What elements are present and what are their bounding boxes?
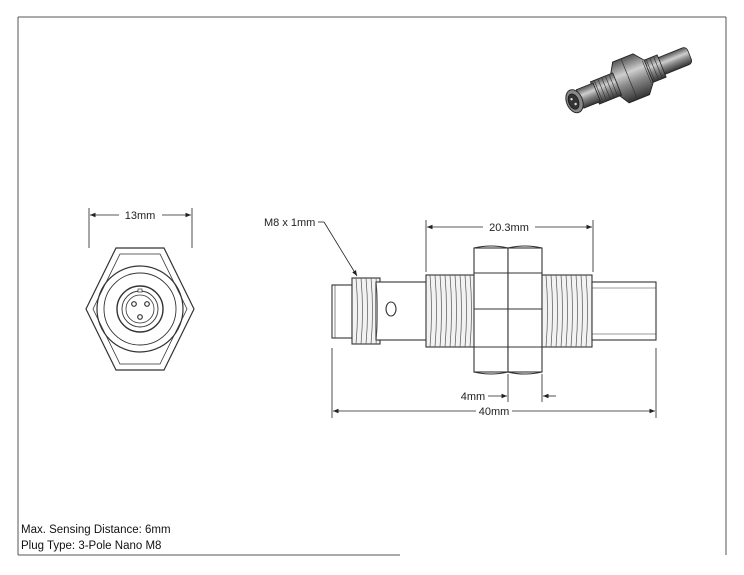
thread-length-label: 20.3mm — [489, 222, 529, 234]
plug-type-note: Plug Type: 3-Pole Nano M8 — [21, 540, 162, 552]
thread-length-dimension — [425, 220, 594, 272]
hex-nut-2 — [507, 247, 543, 373]
indicator-led — [385, 301, 397, 317]
end-view — [85, 247, 195, 371]
thread-callout-label: M8 x 1mm — [264, 217, 315, 229]
drawing-notes: Max. Sensing Distance: 6mm Plug Type: 3-… — [21, 522, 171, 554]
hex-width-label: 13mm — [125, 210, 156, 222]
pin-1 — [131, 301, 137, 307]
nut-thickness-label: 4mm — [461, 391, 485, 403]
hex-width-dimension — [88, 208, 193, 248]
pin-2 — [144, 301, 150, 307]
side-view — [331, 245, 657, 375]
overall-length-dimension — [331, 348, 657, 418]
thread-callout-leader — [318, 221, 358, 277]
sensing-distance-note: Max. Sensing Distance: 6mm — [21, 524, 171, 536]
sheet-border — [17, 16, 727, 556]
pin-3 — [137, 314, 143, 320]
overall-length-label: 40mm — [479, 406, 510, 418]
sensor-isometric-icon — [565, 47, 693, 114]
hex-face-circle — [96, 265, 184, 353]
connector-outer — [116, 285, 164, 333]
thread-lines — [355, 274, 588, 348]
hex-outline — [85, 247, 195, 371]
nut-thickness-dimension — [488, 374, 556, 402]
hex-nut-1 — [473, 247, 509, 373]
